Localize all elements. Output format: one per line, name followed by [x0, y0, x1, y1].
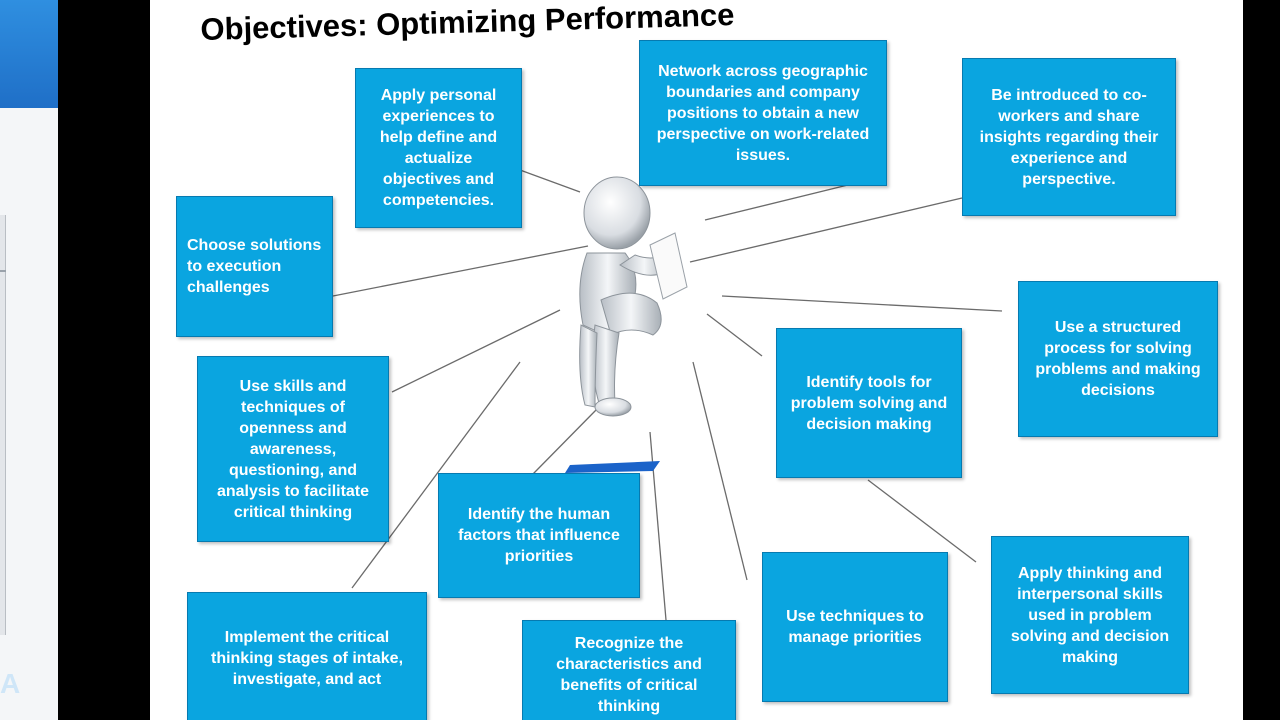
box-text: Use a structured process for solving pro… [1035, 319, 1201, 399]
connector-network [704, 181, 861, 221]
connector-structured-process [721, 295, 1003, 312]
presentation-slide: Objectives: Optimizing Performance [150, 0, 1243, 720]
box-text: Recognize the characteristics and benefi… [556, 635, 702, 715]
connector-identify-tools [706, 313, 763, 357]
background-window: A [0, 0, 58, 720]
box-text: Network across geographic boundaries and… [656, 62, 870, 164]
box-implement: Implement the critical thinking stages o… [187, 592, 427, 720]
window-panel-divider [0, 270, 6, 272]
window-header-band [0, 0, 58, 108]
box-human-factors: Identify the human factors that influenc… [438, 473, 640, 598]
connector-implement [351, 361, 521, 589]
box-text: Use techniques to manage priorities [786, 608, 924, 646]
box-manage-priorities: Use techniques to manage priorities [762, 552, 948, 702]
connector-choose-solutions [332, 245, 589, 297]
logo-fragment-icon: A [0, 668, 20, 699]
box-text: Implement the critical thinking stages o… [210, 628, 404, 688]
box-text: Be introduced to co-workers and share in… [979, 86, 1159, 188]
box-text: Apply personal experiences to help defin… [379, 87, 498, 209]
thinking-person-figure-icon [565, 176, 688, 473]
box-identify-tools: Identify tools for problem solving and d… [776, 328, 962, 478]
window-panel [0, 215, 6, 635]
box-introduced: Be introduced to co-workers and share in… [962, 58, 1176, 216]
box-recognize: Recognize the characteristics and benefi… [522, 620, 736, 720]
connector-human-factors [532, 407, 599, 475]
box-structured-process: Use a structured process for solving pro… [1018, 281, 1218, 437]
box-text: Identify the human factors that influenc… [458, 506, 620, 565]
connector-introduced [689, 197, 963, 263]
connector-apply-personal [519, 169, 581, 193]
box-apply-thinking: Apply thinking and interpersonal skills … [991, 536, 1189, 694]
box-network: Network across geographic boundaries and… [639, 40, 887, 186]
box-choose-solutions: Choose solutions to execution challenges [176, 196, 333, 337]
box-apply-personal: Apply personal experiences to help defin… [355, 68, 522, 228]
connector-use-skills [391, 309, 561, 393]
box-text: Use skills and techniques of openness an… [216, 377, 370, 521]
box-text: Identify tools for problem solving and d… [790, 373, 948, 433]
connector-apply-thinking [867, 479, 977, 563]
connector-manage-priorities [692, 361, 748, 581]
box-text: Choose solutions to execution challenges [187, 237, 322, 296]
box-use-skills: Use skills and techniques of openness an… [197, 356, 389, 542]
box-text: Apply thinking and interpersonal skills … [1010, 564, 1170, 666]
